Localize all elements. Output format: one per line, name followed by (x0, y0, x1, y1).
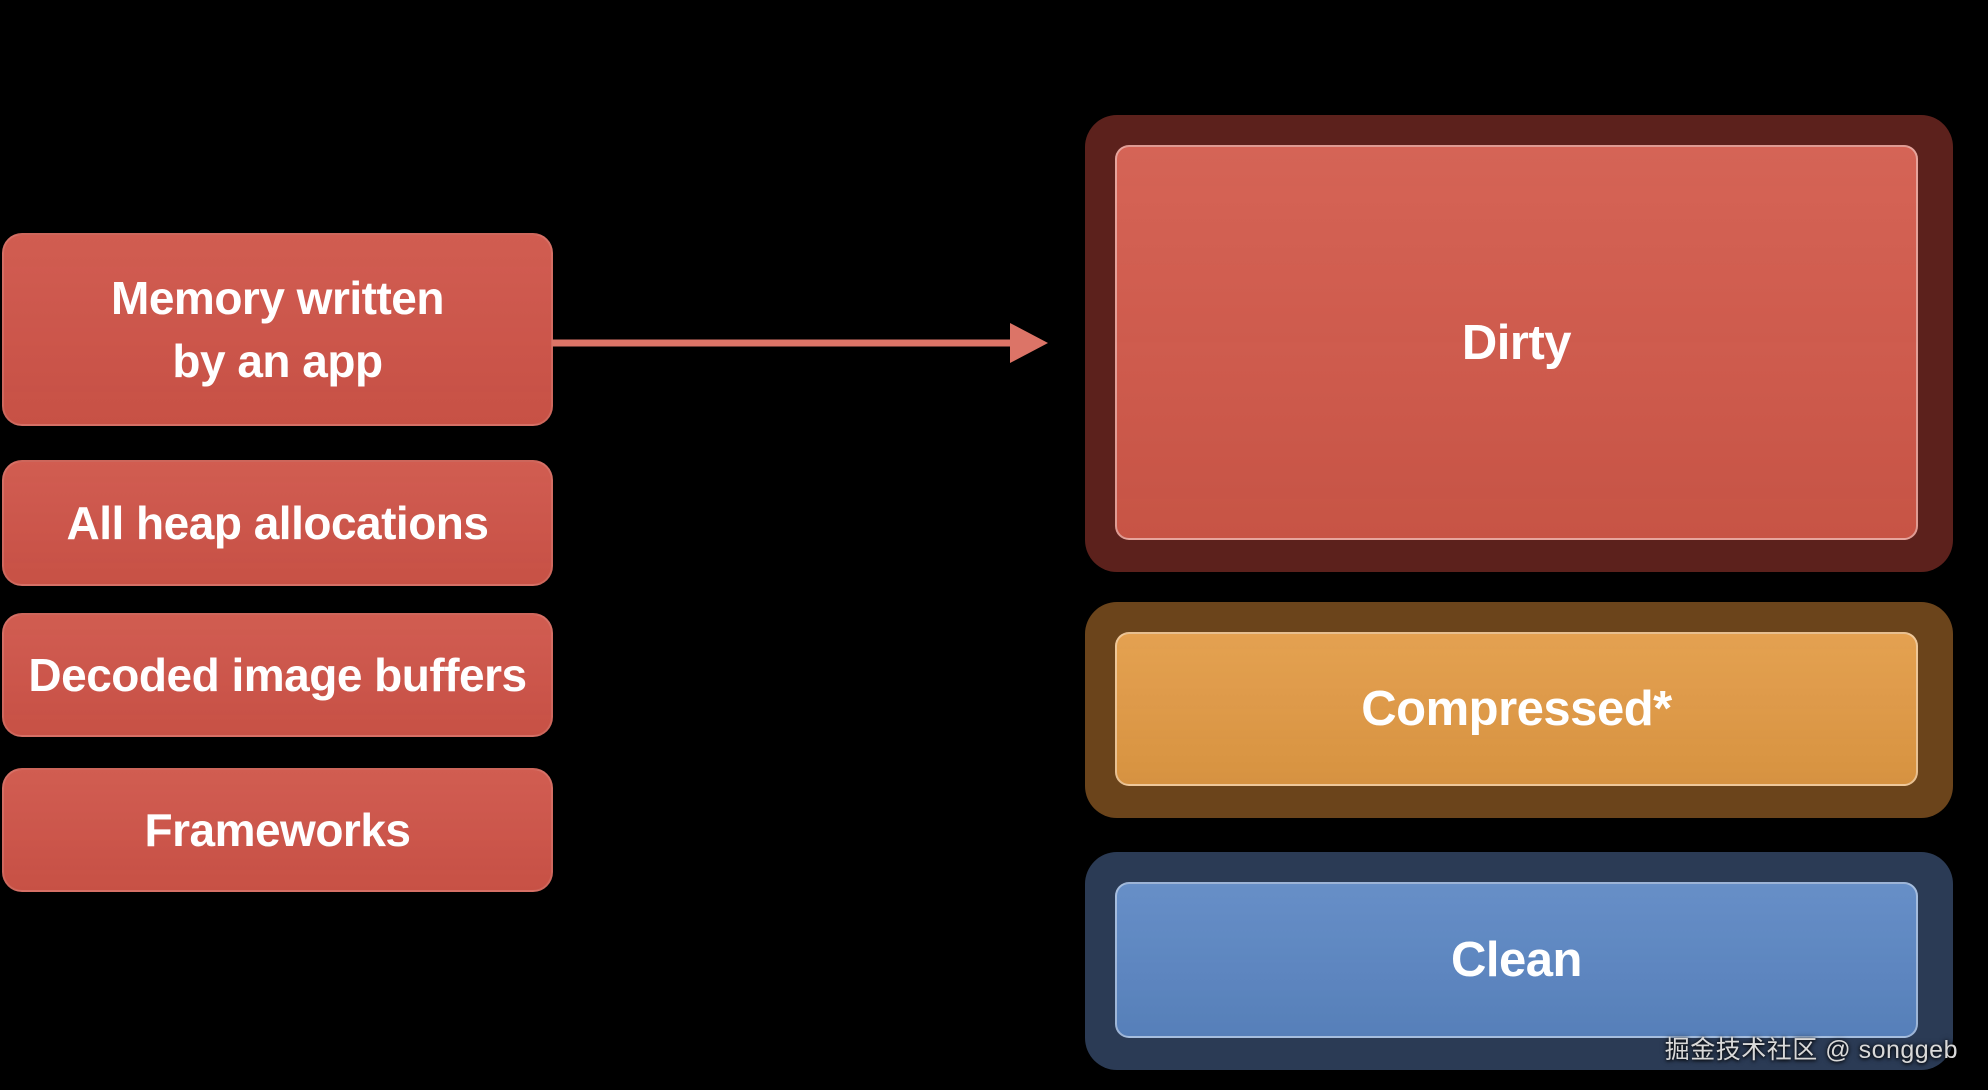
source-box-label: Decoded image buffers (28, 648, 527, 701)
memory-region-dirty: Dirty (1085, 115, 1953, 572)
source-box-label: Frameworks (144, 803, 411, 856)
memory-region-clean: Clean (1085, 852, 1953, 1070)
source-box-label: All heap allocations (66, 496, 490, 549)
source-box-frameworks: Frameworks (2, 768, 553, 892)
memory-region-dirty-inner: Dirty (1115, 145, 1918, 540)
watermark: 掘金技术社区 @ songgeb (1664, 1036, 1958, 1064)
memory-region-compressed-inner: Compressed* (1115, 632, 1918, 786)
right-arrow-icon (552, 323, 1048, 363)
memory-region-compressed: Compressed* (1085, 602, 1953, 818)
memory-region-label: Clean (1451, 933, 1582, 987)
source-box-memory-written-by-an-app: Memory written by an app (2, 233, 553, 426)
source-box-label: Memory written by an app (111, 272, 444, 387)
source-box-all-heap-allocations: All heap allocations (2, 460, 553, 586)
memory-region-clean-inner: Clean (1115, 882, 1918, 1038)
source-box-decoded-image-buffers: Decoded image buffers (2, 613, 553, 737)
memory-region-label: Compressed* (1361, 682, 1672, 736)
memory-region-label: Dirty (1461, 315, 1572, 370)
